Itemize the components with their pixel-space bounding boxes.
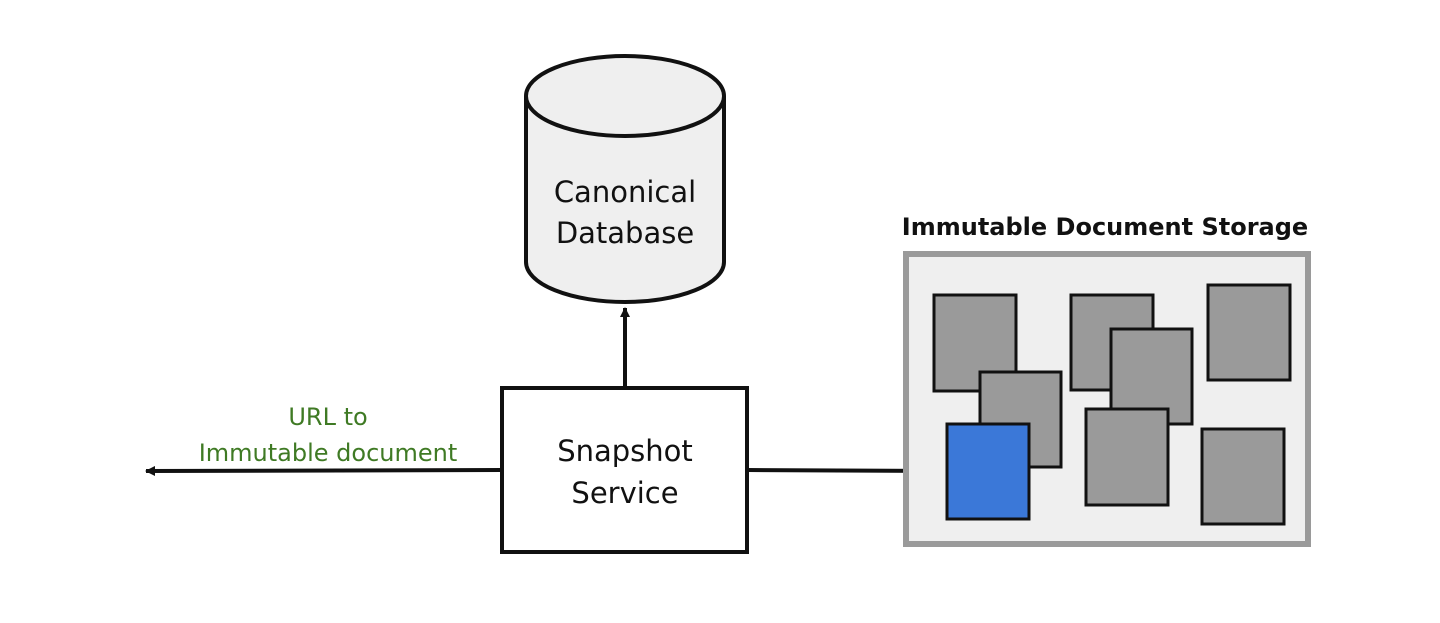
database-cylinder-top	[524, 54, 726, 138]
highlighted-document-block	[945, 422, 1031, 521]
arrow-output-url	[145, 465, 503, 476]
document-block	[1206, 283, 1292, 382]
document-block	[1084, 407, 1170, 507]
snapshot-service-node: Snapshot Service	[500, 386, 749, 554]
database-label-line2: Database	[556, 216, 694, 250]
snapshot-service-label-line1: Snapshot	[557, 434, 693, 468]
immutable-document-storage-node	[903, 251, 1311, 547]
storage-title: Immutable Document Storage	[902, 213, 1308, 241]
database-label-line1: Canonical	[554, 175, 696, 209]
output-label-line2: Immutable document	[199, 439, 458, 467]
database-cylinder-body	[524, 96, 726, 304]
output-label-line1: URL to	[288, 403, 367, 431]
document-block	[1200, 427, 1286, 526]
canonical-database-node: Canonical Database	[524, 54, 726, 304]
snapshot-service-box	[500, 386, 749, 554]
snapshot-service-label-line2: Service	[571, 476, 678, 510]
